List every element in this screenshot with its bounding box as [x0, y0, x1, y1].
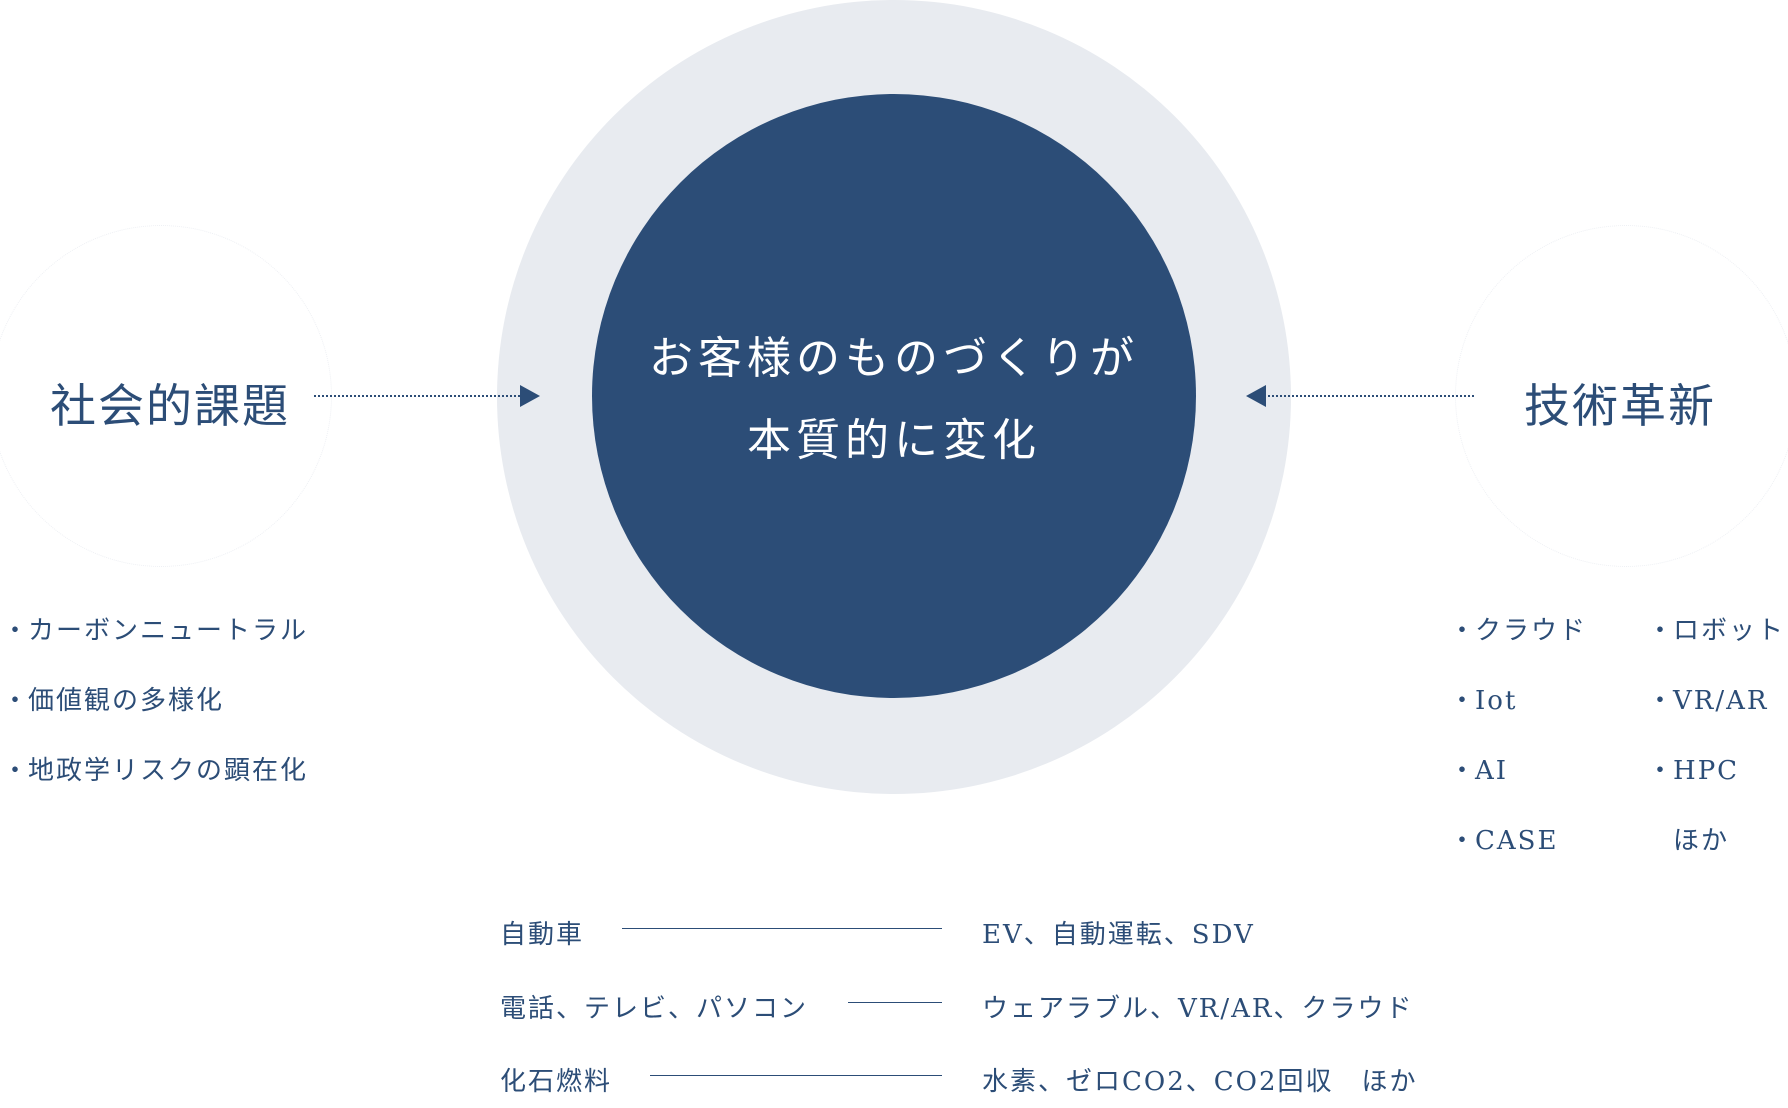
tech-list-column-2: ロボット VR/AR HPC ほか [1647, 616, 1785, 896]
list-item: CASE [1449, 826, 1587, 896]
social-issues-list: カーボンニュートラル 価値観の多様化 地政学リスクの顕在化 [2, 616, 308, 826]
list-item: クラウド [1449, 616, 1587, 686]
list-item: 地政学リスクの顕在化 [2, 756, 308, 826]
connector-line [622, 928, 942, 929]
change-to: 水素、ゼロCO2、CO2回収 ほか [982, 1067, 1418, 1097]
connector-line [650, 1075, 942, 1076]
list-item: ロボット [1647, 616, 1785, 686]
inner-circle [592, 94, 1196, 698]
change-from: 自動車 [500, 920, 585, 950]
change-row: 電話、テレビ、パソコン ウェアラブル、VR/AR、クラウド [500, 988, 1450, 1024]
change-to: EV、自動運転、SDV [982, 920, 1255, 950]
left-pointing-arrowhead-icon [1246, 385, 1266, 407]
list-item: 価値観の多様化 [2, 686, 308, 756]
center-message-line-1: お客様のものづくりが [649, 333, 1139, 384]
right-arrow-line [1264, 395, 1474, 397]
center-message-line-2: 本質的に変化 [747, 415, 1041, 466]
left-arrow-line [314, 395, 524, 397]
list-item: HPC [1647, 756, 1785, 826]
change-to: ウェアラブル、VR/AR、クラウド [982, 994, 1414, 1024]
social-issues-heading: 社会的課題 [50, 379, 290, 433]
list-item-more: ほか [1673, 826, 1730, 856]
center-message: お客様のものづくりが 本質的に変化 [592, 318, 1196, 482]
tech-innovation-heading: 技術革新 [1524, 379, 1716, 433]
right-pointing-arrowhead-icon [520, 385, 540, 407]
change-row: 化石燃料 水素、ゼロCO2、CO2回収 ほか [500, 1061, 1450, 1097]
list-item: Iot [1449, 686, 1587, 756]
list-item: AI [1449, 756, 1587, 826]
connector-line [848, 1002, 942, 1003]
list-item: カーボンニュートラル [2, 616, 308, 686]
change-row: 自動車 EV、自動運転、SDV [500, 914, 1450, 950]
list-item: VR/AR [1647, 686, 1785, 756]
change-from: 化石燃料 [500, 1067, 613, 1097]
tech-list-column-1: クラウド Iot AI CASE [1449, 616, 1587, 896]
change-from: 電話、テレビ、パソコン [500, 994, 809, 1024]
